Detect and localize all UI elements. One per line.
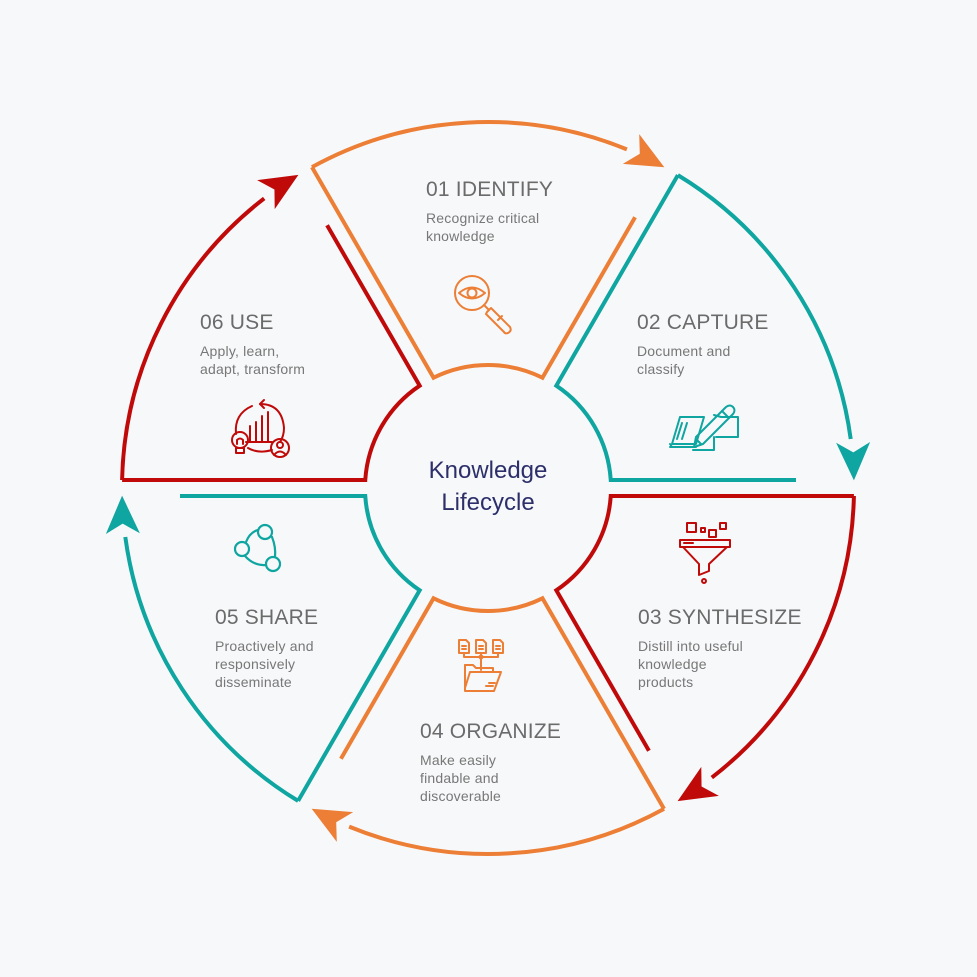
funnel-icon	[679, 522, 731, 584]
stage-title: 06 USE	[200, 311, 274, 334]
center-title: Knowledge Lifecycle	[428, 457, 548, 516]
stage-description: Document and classify	[637, 343, 731, 377]
cycle-arrow-arc	[123, 536, 300, 803]
writing-hand-icon	[669, 404, 739, 451]
stage-description: Apply, learn, adapt, transform	[200, 343, 306, 377]
wedge-outline	[553, 174, 796, 482]
cycle-arrow-arc	[311, 120, 628, 169]
wedge-outline	[339, 595, 666, 810]
arrowhead-icon	[311, 808, 354, 842]
wedge-outline	[553, 494, 854, 752]
apply-cycle-icon	[231, 399, 290, 458]
stage-wedges	[105, 120, 871, 856]
wedge-outline	[310, 166, 637, 381]
stage-synthesize: 03 SYNTHESIZE Distill into useful knowle…	[638, 605, 802, 691]
arrowhead-icon	[622, 134, 665, 168]
stage-description: Make easily findable and discoverable	[420, 752, 501, 804]
stage-identify: 01 IDENTIFY Recognize critical knowledge	[426, 177, 553, 245]
wedge-outline	[122, 224, 423, 482]
folder-tree-icon	[458, 639, 504, 692]
arrowhead-icon	[105, 495, 140, 535]
arrowhead-icon	[677, 766, 719, 802]
cycle-arrow-arc	[120, 196, 266, 481]
stage-description: Distill into useful knowledge products	[638, 638, 743, 690]
stage-title: 04 ORGANIZE	[420, 720, 562, 743]
stage-description: Recognize critical knowledge	[426, 210, 540, 244]
stage-title: 01 IDENTIFY	[426, 178, 554, 201]
magnifier-eye-icon	[454, 275, 512, 335]
stage-use: 06 USE Apply, learn, adapt, transform	[200, 310, 305, 378]
stage-capture: 02 CAPTURE Document and classify	[637, 310, 769, 378]
stage-title: 05 SHARE	[215, 606, 319, 629]
cycle-arrow-arc	[710, 495, 856, 780]
arrowhead-icon	[257, 174, 299, 210]
stage-description: Proactively and responsively disseminate	[215, 638, 314, 690]
arrowhead-icon	[836, 441, 871, 481]
share-network-icon	[233, 523, 282, 573]
stage-organize: 04 ORGANIZE Make easily findable and dis…	[420, 719, 561, 805]
cycle-arrow-arc	[676, 173, 853, 440]
stage-title: 02 CAPTURE	[637, 311, 769, 334]
stage-title: 03 SYNTHESIZE	[638, 606, 802, 629]
stage-share: 05 SHARE Proactively and responsively di…	[215, 605, 318, 691]
cycle-arrow-arc	[348, 807, 665, 856]
wedge-outline	[180, 494, 423, 802]
